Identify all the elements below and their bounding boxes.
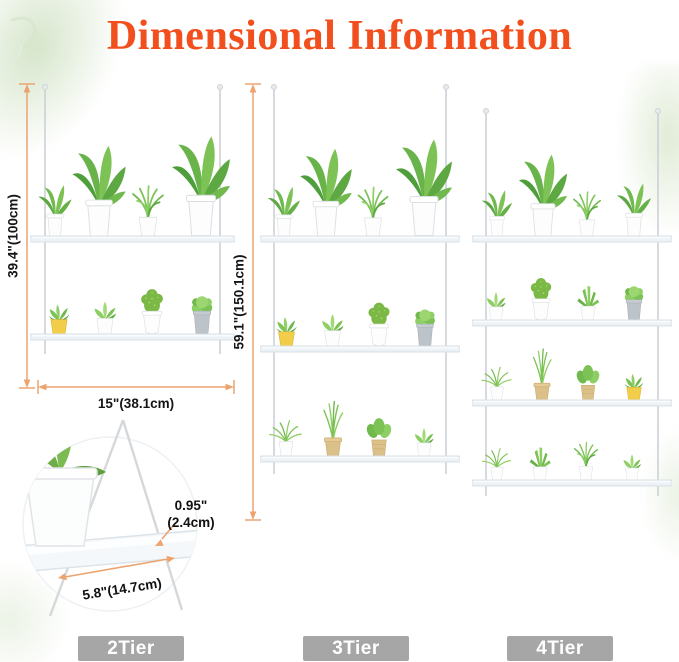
unit-3tier <box>260 84 460 474</box>
flower-icon <box>29 437 51 445</box>
leaf-curl-decoration <box>6 16 37 60</box>
dim-width-2tier-label: 15"(38.1cm) <box>97 396 175 411</box>
shelf-plants-row <box>268 400 435 459</box>
shelf <box>30 235 235 243</box>
plant <box>529 446 552 483</box>
dim-thickness-cm: (2.4cm) <box>167 514 215 530</box>
plant <box>357 186 389 239</box>
shelf <box>472 319 672 327</box>
tier-label-3tier: 3Tier <box>303 636 409 661</box>
plant <box>140 288 164 335</box>
dim-height-3tier-label: 59.1"(150.1cm) <box>231 254 247 350</box>
tier-label-4tier: 4Tier <box>507 636 613 661</box>
plant <box>414 309 436 346</box>
plant <box>574 364 602 401</box>
shelf <box>30 333 235 341</box>
shelf-plants-row <box>275 302 436 348</box>
plant <box>299 148 353 238</box>
plant <box>532 348 552 403</box>
shelf-plants-row <box>486 277 644 323</box>
plant <box>323 400 344 458</box>
shelf <box>472 399 672 407</box>
plant <box>624 285 644 321</box>
plant <box>48 304 70 336</box>
plant <box>131 184 165 239</box>
unit-2tier <box>30 84 235 354</box>
plant <box>191 295 213 334</box>
detail-shelf <box>23 526 197 575</box>
dim-height-2tier <box>19 83 35 389</box>
shelf <box>472 479 672 487</box>
shelf <box>472 235 672 243</box>
plant <box>623 454 642 483</box>
tier-label-2tier: 2Tier <box>78 636 184 661</box>
shelf-plants-row <box>481 154 652 239</box>
hanging-wires <box>41 84 223 354</box>
plant <box>486 291 507 323</box>
plant <box>414 427 435 459</box>
plant <box>364 417 394 457</box>
plant <box>576 285 600 322</box>
dim-thickness-inches: 0.95" <box>174 498 208 513</box>
plant <box>37 184 73 239</box>
shelf-plants-row <box>48 288 213 336</box>
plant <box>573 441 599 483</box>
shelf-plants-row <box>267 138 453 239</box>
shelf <box>260 235 460 243</box>
plant <box>368 302 390 347</box>
plant <box>530 277 552 321</box>
plant <box>518 154 568 238</box>
shelf <box>260 455 460 463</box>
shelf-plants-row <box>37 135 231 239</box>
plant <box>267 186 301 239</box>
page-title: Dimensional Information <box>106 13 573 59</box>
dim-thickness-arrow <box>155 519 179 546</box>
plant <box>71 145 127 238</box>
plant <box>616 183 652 239</box>
unit-4tier <box>472 108 672 496</box>
dim-height-2tier-label: 39.4"(100cm) <box>5 194 21 278</box>
plant <box>171 135 231 237</box>
dim-height-3tier <box>245 83 261 521</box>
shelf-plants-row <box>481 441 642 483</box>
plant <box>321 313 344 348</box>
plant <box>572 191 602 239</box>
plant <box>624 373 644 402</box>
shelf-plants-row <box>481 348 644 403</box>
plant <box>94 301 117 336</box>
dim-depth-arrow <box>58 555 175 581</box>
plant <box>275 316 298 348</box>
hanging-wires <box>482 108 661 496</box>
hanging-wires <box>270 84 449 474</box>
plant <box>395 138 453 237</box>
dim-width-2tier <box>37 380 235 394</box>
shelf <box>260 345 460 353</box>
dim-thickness-label: 0.95" (2.4cm) <box>167 498 214 532</box>
detail-view <box>22 419 198 617</box>
